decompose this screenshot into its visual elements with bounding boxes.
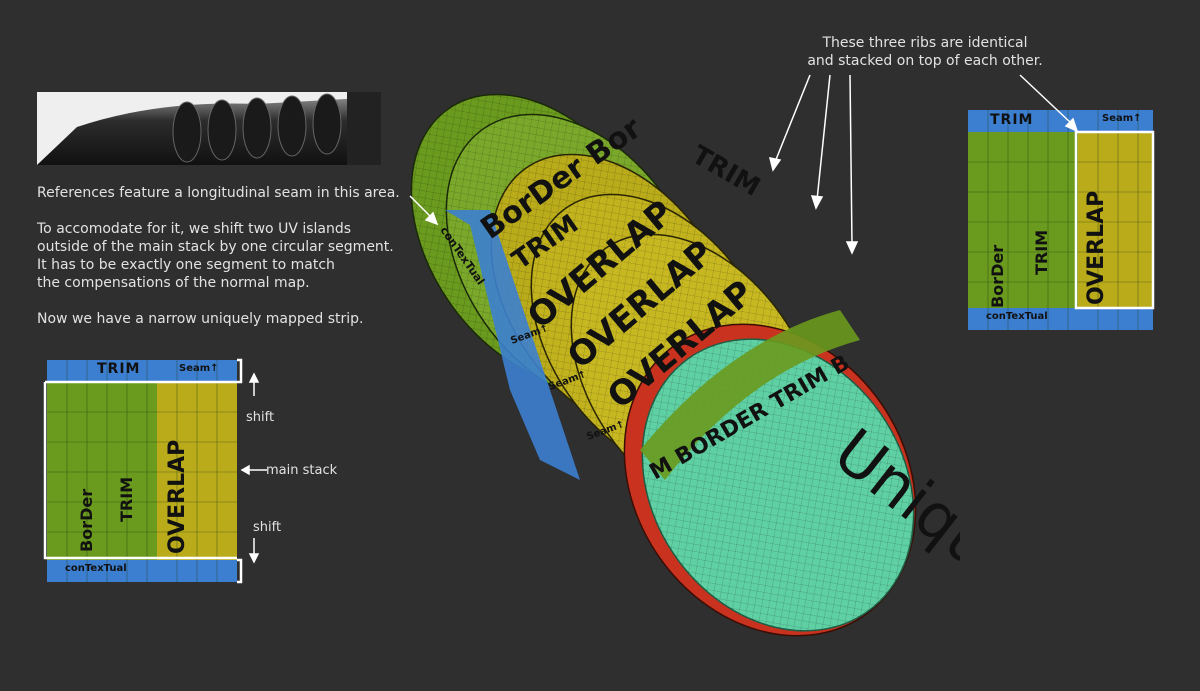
uv-left-shift-bottom: shift [253, 520, 282, 535]
explanation-text: References feature a longitudinal seam i… [37, 184, 437, 328]
uv-left-seam-label: Seam↑ [179, 363, 219, 374]
uv-right-contextual-label: conTexTual [986, 311, 1048, 322]
ribs-identical-note: These three ribs are identical and stack… [760, 34, 1090, 70]
para-shift-line3: It has to be exactly one segment to matc… [37, 257, 335, 273]
uv-left-contextual-label: conTexTual [65, 563, 127, 574]
uv-right-seam-label: Seam↑ [1102, 113, 1142, 124]
top-note-line1: These three ribs are identical [822, 35, 1028, 51]
uv-layout-right-graphic [968, 110, 1155, 330]
top-note-line2: and stacked on top of each other. [807, 53, 1043, 69]
reference-photo-graphic [37, 92, 381, 165]
uv-layout-left-graphic [43, 358, 267, 584]
uv-layout-right: TRIM Seam↑ BorDer TRIM OVERLAP conTexTua… [960, 100, 1170, 340]
reference-photo [37, 92, 381, 165]
uv-layout-left: TRIM Seam↑ BorDer TRIM OVERLAP conTexTua… [37, 352, 357, 592]
uv-left-shift-top: shift [246, 410, 275, 425]
para-seam-area: References feature a longitudinal seam i… [37, 185, 400, 201]
uv-left-trim-label: TRIM [97, 361, 141, 377]
para-shift-line1: To accomodate for it, we shift two UV is… [37, 221, 352, 237]
uv-left-main-stack: main stack [266, 463, 338, 478]
para-shift-line4: the compensations of the normal map. [37, 275, 310, 291]
para-unique-strip: Now we have a narrow uniquely mapped str… [37, 311, 364, 327]
para-shift-line2: outside of the main stack by one circula… [37, 239, 394, 255]
uv-right-trim-label: TRIM [990, 112, 1034, 128]
